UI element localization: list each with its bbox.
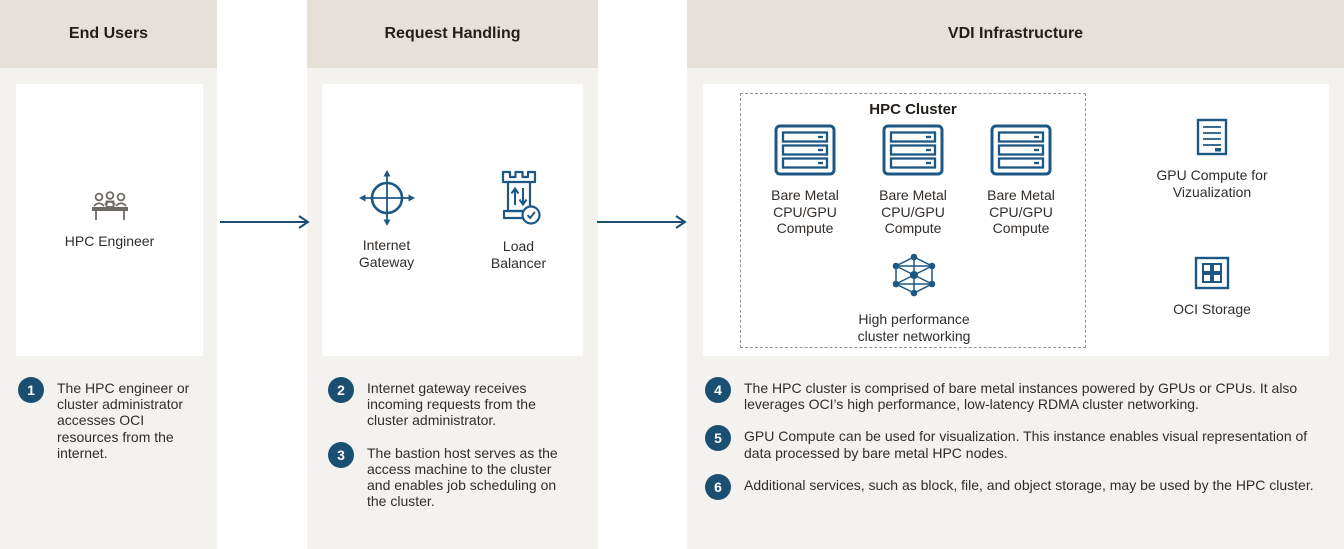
load-balancer-node: Load Balancer — [479, 169, 559, 271]
load-balancer-label: Load Balancer — [490, 237, 547, 271]
header-vdi-infrastructure-title: VDI Infrastructure — [947, 25, 1084, 42]
bare-metal-label-2: Bare Metal CPU/GPU Compute — [879, 187, 947, 237]
step-3-text: The bastion host serves as the access ma… — [367, 444, 558, 510]
gpu-compute-node: GPU Compute for Vizualization — [1137, 118, 1287, 200]
step-6: 6 Additional services, such as block, fi… — [705, 473, 1330, 500]
oci-storage-node: OCI Storage — [1137, 256, 1287, 318]
cluster-network-icon — [886, 250, 942, 305]
step-6-badge: 6 — [705, 473, 731, 500]
bare-metal-label-3: Bare Metal CPU/GPU Compute — [987, 187, 1055, 237]
step-1: 1 The HPC engineer or cluster administra… — [18, 377, 195, 461]
step-2-text: Internet gateway receives incoming reque… — [367, 380, 536, 429]
step-3-badge: 3 — [328, 441, 354, 468]
steps-end-users: 1 The HPC engineer or cluster administra… — [18, 377, 195, 474]
load-balancer-icon — [496, 169, 542, 232]
internet-gateway-icon — [358, 169, 415, 231]
step-3: 3 The bastion host serves as the access … — [328, 441, 571, 510]
header-request-handling-title: Request Handling — [384, 25, 521, 42]
header-request-handling: Request Handling — [307, 0, 598, 68]
hpc-engineer-label: HPC Engineer — [64, 233, 155, 250]
bare-metal-node-1: Bare Metal CPU/GPU Compute — [753, 124, 857, 237]
gpu-compute-label: GPU Compute for Vizualization — [1156, 167, 1268, 200]
card-end-users: HPC Engineer — [16, 84, 203, 356]
cluster-network-node: High performance cluster networking — [834, 250, 994, 344]
step-4-badge: 4 — [705, 377, 731, 403]
header-end-users: End Users — [0, 0, 217, 68]
step-1-text: The HPC engineer or cluster administrato… — [57, 380, 190, 461]
bare-metal-node-2: Bare Metal CPU/GPU Compute — [861, 124, 965, 237]
steps-request-handling: 2 Internet gateway receives incoming req… — [328, 377, 571, 523]
bare-metal-node-3: Bare Metal CPU/GPU Compute — [969, 124, 1073, 237]
bare-metal-label-1: Bare Metal CPU/GPU Compute — [771, 187, 839, 237]
cluster-network-label: High performance cluster networking — [857, 311, 971, 344]
step-5-text: GPU Compute can be used for visualizatio… — [744, 428, 1308, 461]
steps-vdi-infrastructure: 4 The HPC cluster is comprised of bare m… — [705, 377, 1330, 513]
step-2-badge: 2 — [328, 377, 354, 403]
step-5-badge: 5 — [705, 425, 731, 452]
hpc-engineer-node: HPC Engineer — [64, 190, 155, 250]
card-request-handling: Internet Gateway — [322, 84, 583, 356]
hpc-engineer-icon — [87, 190, 133, 227]
step-5: 5 GPU Compute can be used for visualizat… — [705, 425, 1330, 461]
step-2: 2 Internet gateway receives incoming req… — [328, 377, 571, 429]
bare-metal-row: Bare Metal CPU/GPU Compute B — [741, 118, 1085, 237]
step-6-text: Additional services, such as block, file… — [744, 476, 1314, 493]
header-vdi-infrastructure: VDI Infrastructure — [687, 0, 1344, 68]
internet-gateway-label: Internet Gateway — [358, 236, 415, 270]
hpc-cluster-boundary: HPC Cluster Bare Metal CPU/GP — [740, 93, 1086, 348]
oci-storage-label: OCI Storage — [1173, 301, 1251, 317]
gpu-compute-icon — [1195, 118, 1229, 161]
oci-storage-icon — [1194, 256, 1230, 295]
flow-arrow-2 — [596, 213, 688, 236]
step-4-text: The HPC cluster is comprised of bare met… — [744, 380, 1298, 413]
internet-gateway-node: Internet Gateway — [347, 169, 427, 270]
bare-metal-server-icon — [774, 124, 836, 181]
hpc-cluster-title: HPC Cluster — [869, 101, 957, 118]
step-4: 4 The HPC cluster is comprised of bare m… — [705, 377, 1330, 412]
header-end-users-title: End Users — [68, 25, 149, 42]
bare-metal-server-icon — [882, 124, 944, 181]
bare-metal-server-icon — [990, 124, 1052, 181]
step-1-badge: 1 — [18, 377, 44, 403]
card-vdi-infrastructure: HPC Cluster Bare Metal CPU/GP — [703, 84, 1329, 356]
flow-arrow-1 — [219, 213, 311, 236]
